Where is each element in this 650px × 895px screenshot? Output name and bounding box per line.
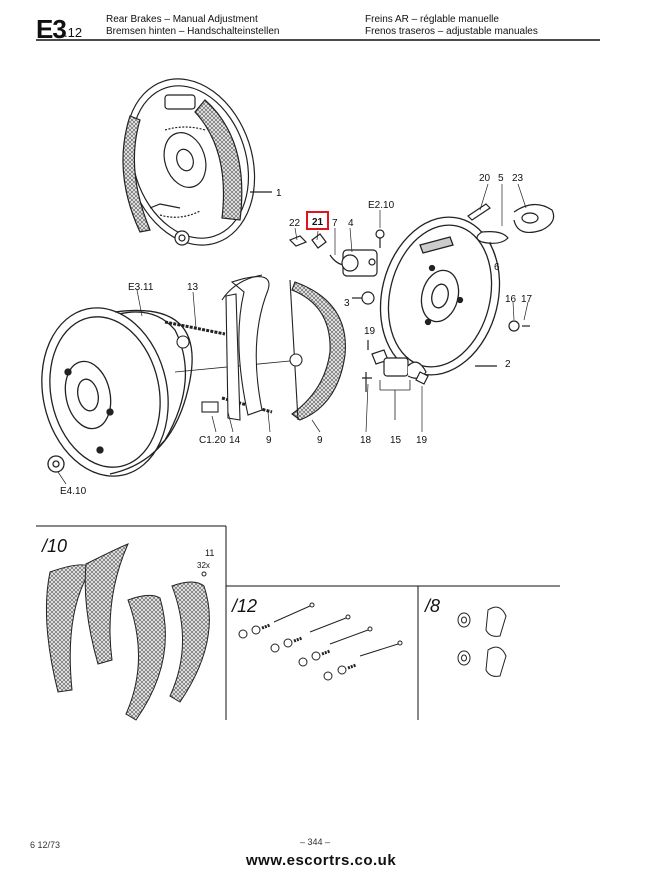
kit-10-linings [45, 543, 210, 721]
callout-1: 1 [276, 188, 282, 199]
kit-panel-frames [36, 525, 560, 720]
callout-e2-10: E2.10 [368, 200, 395, 211]
callout-c1-20: C1.20 [199, 435, 226, 446]
callout-9-left: 9 [266, 435, 272, 446]
callout-18: 18 [360, 435, 372, 446]
kit-12-pins [238, 602, 403, 681]
section-subcode: .12 [64, 25, 83, 40]
page-number: – 344 – [300, 837, 331, 847]
callout-7: 7 [332, 218, 338, 229]
callout-e3-11: E3.11 [128, 282, 154, 293]
callout-16: 16 [505, 294, 517, 305]
kit-8-seals [457, 606, 507, 677]
section-code: E3 [36, 14, 67, 44]
callout-4: 4 [348, 218, 354, 229]
callout-6: 6 [494, 262, 500, 273]
adjuster-parts [362, 340, 429, 420]
title-english: Rear Brakes – Manual Adjustment [106, 14, 258, 25]
callout-21: 21 [312, 217, 324, 228]
callout-23: 23 [512, 173, 524, 184]
website-link[interactable]: www.escortrs.co.uk [246, 852, 397, 869]
callout-13: 13 [187, 282, 199, 293]
callout-22: 22 [289, 218, 301, 229]
kit-10-quantity: 32x [197, 561, 210, 570]
wheel-cylinder-parts [288, 229, 385, 305]
callout-15: 15 [390, 435, 402, 446]
title-german: Bremsen hinten – Handschalteinstellen [106, 26, 280, 37]
backplate-assembly [122, 78, 272, 246]
highlight-box [306, 211, 329, 230]
callout-2: 2 [505, 359, 511, 370]
handbrake-lever-parts [467, 203, 555, 332]
title-french: Freins AR – réglable manuelle [365, 14, 499, 25]
print-date: 6 12/73 [30, 840, 61, 850]
callout-e4-10: E4.10 [60, 486, 87, 497]
kit-label-8: /8 [423, 596, 440, 616]
callout-14: 14 [229, 435, 241, 446]
leader-lines [57, 183, 529, 485]
callout-17: 17 [521, 294, 533, 305]
callout-19-upper: 19 [364, 326, 376, 337]
title-spanish: Frenos traseros – adjustable manuales [365, 26, 538, 37]
springs-and-shoes [164, 274, 346, 421]
callout-20: 20 [479, 173, 491, 184]
callout-9-right: 9 [317, 435, 323, 446]
kit-label-10: /10 [40, 536, 67, 556]
callout-3: 3 [344, 298, 350, 309]
kit-label-12: /12 [230, 596, 257, 616]
kit-10-callout-11: 11 [205, 548, 214, 558]
callout-19-lower: 19 [416, 435, 428, 446]
brake-drum [41, 307, 301, 477]
callout-5: 5 [498, 173, 504, 184]
